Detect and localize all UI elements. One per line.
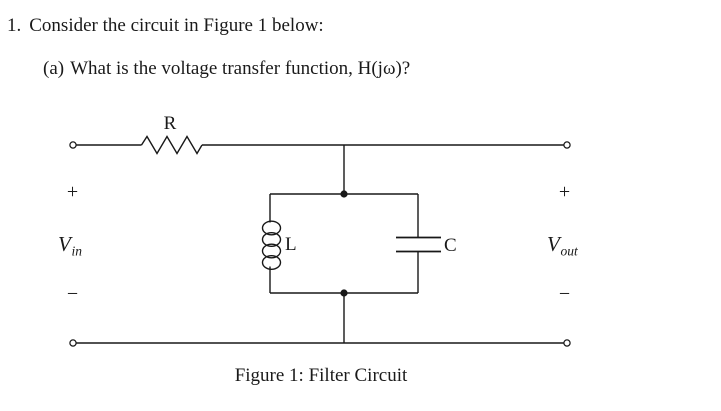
junction-dot-top	[340, 190, 348, 198]
terminal-output-top	[563, 141, 571, 149]
resistor-symbol	[140, 135, 203, 155]
inductor-coil-loop	[261, 231, 282, 247]
terminal-output-bottom	[563, 339, 571, 347]
resistor-label: R	[164, 113, 177, 134]
vin-label-subscript: in	[72, 244, 83, 259]
vin-plus-sign: +	[67, 181, 78, 203]
vout-minus-sign: −	[559, 283, 570, 305]
capacitor-symbol	[396, 236, 441, 253]
problem-number: 1.	[7, 15, 22, 36]
inductor-coil-loop	[261, 254, 282, 270]
terminal-input-bottom	[69, 339, 77, 347]
terminal-input-top	[69, 141, 77, 149]
vout-label: V	[547, 232, 562, 256]
circuit-wires	[76, 135, 564, 344]
part-a-label: (a)	[43, 58, 65, 79]
problem-statement: Consider the circuit in Figure 1 below:	[29, 15, 324, 36]
junction-dot-bottom	[340, 289, 348, 297]
inductor-label: L	[285, 234, 297, 255]
figure-caption: Figure 1: Filter Circuit	[234, 365, 408, 386]
capacitor-label: C	[444, 235, 457, 256]
inductor-coil-loop	[261, 220, 282, 236]
inductor-symbol	[261, 220, 282, 270]
inductor-coil-loop	[261, 243, 282, 259]
vout-plus-sign: +	[559, 181, 570, 203]
problem-statement-line: 1. Consider the circuit in Figure 1 below…	[7, 16, 324, 35]
vin-minus-sign: −	[67, 283, 78, 305]
part-a-question: What is the voltage transfer function, H…	[70, 58, 411, 79]
vout-label-subscript: out	[561, 244, 580, 259]
problem-part-a-line: (a)What is the voltage transfer function…	[43, 59, 410, 78]
vin-label: V	[58, 232, 73, 256]
